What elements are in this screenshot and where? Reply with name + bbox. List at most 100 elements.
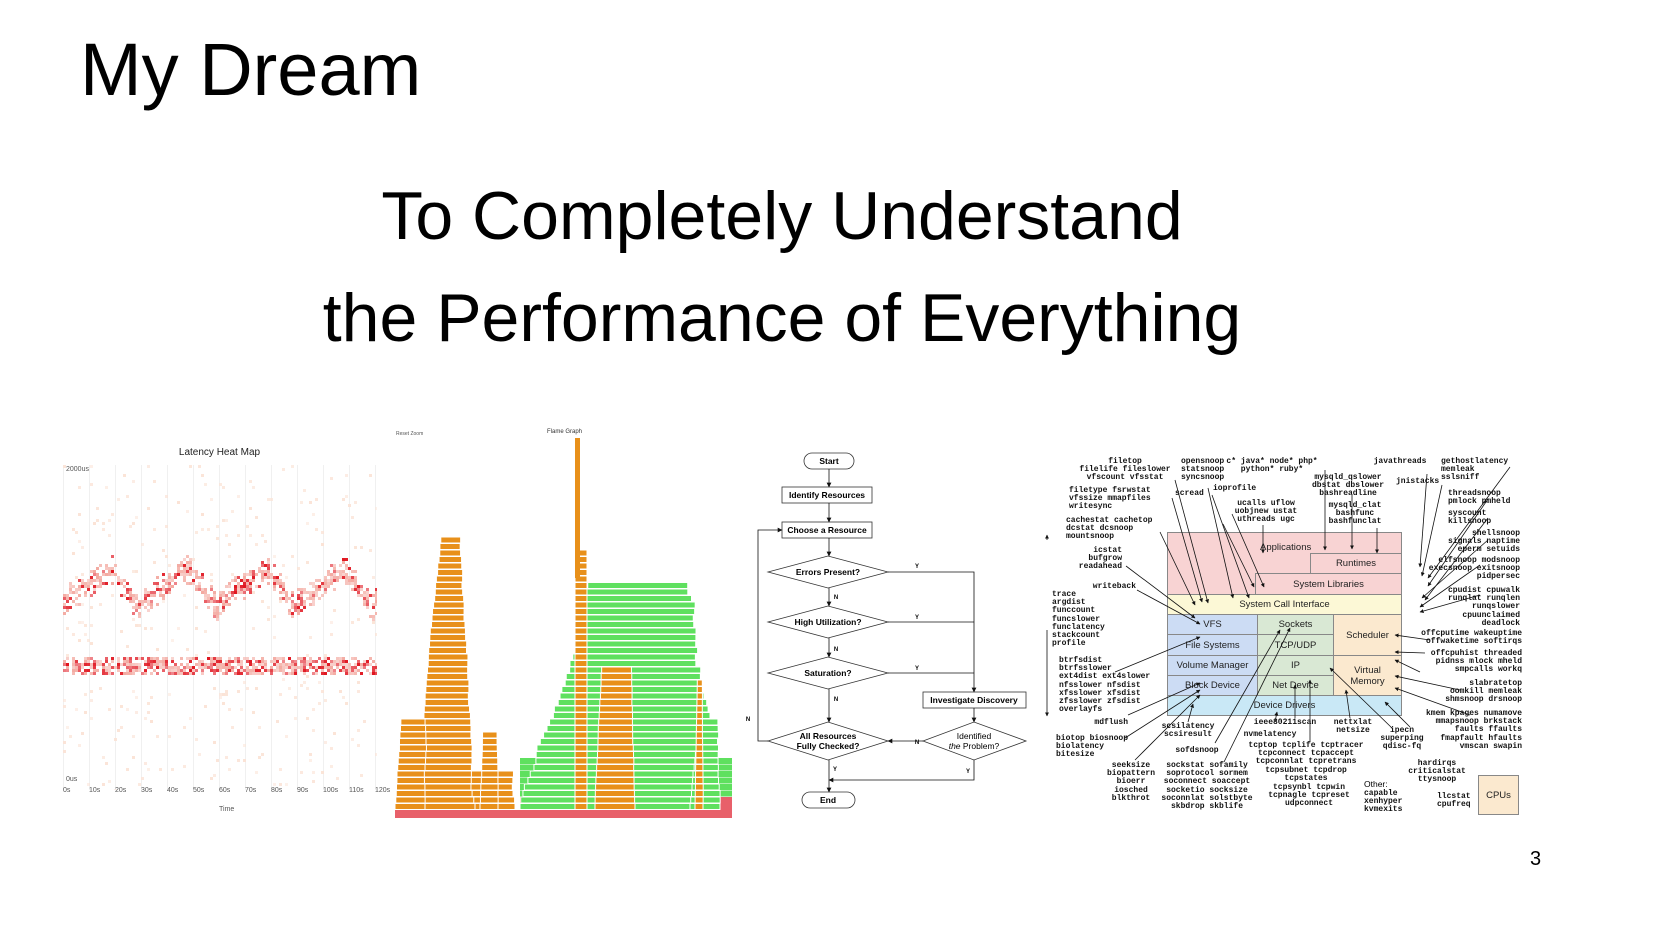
end-label: End bbox=[820, 795, 836, 805]
flame-frame-kernel bbox=[479, 803, 499, 810]
heat-map-cell bbox=[117, 660, 120, 663]
heat-map-cell bbox=[321, 663, 324, 666]
heat-map-cell bbox=[150, 663, 153, 666]
heat-map-cell bbox=[123, 474, 126, 477]
heat-map-cell bbox=[177, 672, 180, 675]
heat-map-cell bbox=[174, 669, 177, 672]
heat-map-cell bbox=[243, 588, 246, 591]
heat-map-cell bbox=[159, 660, 162, 663]
heat-map-cell bbox=[216, 663, 219, 666]
heat-map-cell bbox=[255, 771, 258, 774]
heat-map-cell bbox=[108, 780, 111, 783]
heat-map-cell bbox=[147, 507, 150, 510]
bpf-tool-label: icstat bufgrow readahead bbox=[1078, 546, 1122, 572]
heat-map-cell bbox=[252, 579, 255, 582]
heat-map-cell bbox=[99, 687, 102, 690]
heat-map-cell bbox=[105, 666, 108, 669]
heat-map-cell bbox=[213, 657, 216, 660]
heat-map-cell bbox=[132, 597, 135, 600]
heat-map-cell bbox=[306, 663, 309, 666]
flame-frame-kernel bbox=[574, 666, 588, 674]
heat-map-cell bbox=[90, 465, 93, 468]
heat-map-cell bbox=[207, 597, 210, 600]
heat-map-cell bbox=[252, 576, 255, 579]
heat-map-cell bbox=[123, 663, 126, 666]
flame-frame-kernel bbox=[481, 770, 499, 778]
heat-map-cell bbox=[138, 669, 141, 672]
heat-map-cell bbox=[330, 576, 333, 579]
heat-map-cell bbox=[135, 570, 138, 573]
heat-map-cell bbox=[321, 660, 324, 663]
bpf-tool-label: llcstat cpufreq bbox=[1437, 792, 1471, 810]
heat-map-cell bbox=[372, 666, 375, 669]
heat-map-cell bbox=[321, 666, 324, 669]
heat-map-cell bbox=[309, 666, 312, 669]
heat-map-cell bbox=[168, 588, 171, 591]
flame-frame-java bbox=[584, 595, 693, 602]
heat-map-cell bbox=[180, 573, 183, 576]
flame-frame-kernel bbox=[598, 718, 633, 726]
heat-map-cell bbox=[96, 669, 99, 672]
heat-map-cell bbox=[279, 597, 282, 600]
flame-frame-java bbox=[583, 608, 696, 615]
heat-map-cell bbox=[78, 621, 81, 624]
flame-frame-kernel bbox=[431, 614, 465, 622]
heat-map-cell bbox=[351, 657, 354, 660]
heat-map-cell bbox=[372, 618, 375, 621]
heat-map-gridline bbox=[115, 465, 116, 790]
heat-map-cell bbox=[285, 591, 288, 594]
reset-zoom-link[interactable]: Reset Zoom bbox=[396, 431, 424, 437]
heat-map-cell bbox=[300, 600, 303, 603]
heat-map-cell bbox=[156, 576, 159, 579]
heat-map-cell bbox=[246, 657, 249, 660]
heat-map-cell bbox=[132, 690, 135, 693]
heat-map-cell bbox=[240, 588, 243, 591]
heat-map-cell bbox=[303, 669, 306, 672]
heat-map-cell bbox=[354, 666, 357, 669]
heat-map-cell bbox=[351, 579, 354, 582]
heat-map-cell bbox=[135, 594, 138, 597]
heat-map-cell bbox=[354, 585, 357, 588]
heat-map-cell bbox=[213, 660, 216, 663]
heat-map-cell bbox=[375, 507, 377, 510]
heat-map-cell bbox=[369, 663, 372, 666]
heat-map-cell bbox=[264, 666, 267, 669]
bpf-tool-label: sockstat sofamily soprotocol sormem soco… bbox=[1161, 761, 1253, 812]
heat-map-cell bbox=[201, 528, 204, 531]
heat-map-cell bbox=[282, 666, 285, 669]
heat-map-cell bbox=[225, 534, 228, 537]
heat-map-cell bbox=[327, 582, 330, 585]
heat-map-cell bbox=[93, 660, 96, 663]
heat-map-cell bbox=[126, 597, 129, 600]
heat-map-x-tick: 60s bbox=[219, 787, 231, 794]
heat-map-cell bbox=[303, 657, 306, 660]
heat-map-cell bbox=[249, 672, 252, 675]
heat-map-cell bbox=[243, 669, 246, 672]
heat-map-cell bbox=[285, 663, 288, 666]
bpf-tool-label: cpudist cpuwalk runqlat runqlen runqslow… bbox=[1447, 586, 1520, 628]
flame-frame-kernel bbox=[424, 692, 469, 700]
heat-map-cell bbox=[81, 666, 84, 669]
heat-map-cell bbox=[147, 660, 150, 663]
heat-map-cell bbox=[216, 612, 219, 615]
flame-frame-kernel bbox=[433, 601, 465, 609]
layer-device-drivers: Device Drivers bbox=[1167, 695, 1402, 716]
flame-frame-kernel bbox=[694, 783, 704, 791]
bpf-tool-label: opensnoop statsnoop syncsnoop bbox=[1181, 457, 1225, 483]
heat-map-cell bbox=[366, 588, 369, 591]
heat-map-cell bbox=[354, 672, 357, 675]
flame-frame-kernel bbox=[427, 666, 469, 674]
heat-map-cell bbox=[168, 582, 171, 585]
heat-map-cell bbox=[276, 660, 279, 663]
heat-map-cell bbox=[291, 555, 294, 558]
heat-map-cell bbox=[108, 669, 111, 672]
heat-map-cell bbox=[174, 663, 177, 666]
heat-map-cell bbox=[252, 657, 255, 660]
heat-map-cell bbox=[93, 591, 96, 594]
heat-map-cell bbox=[78, 486, 81, 489]
heat-map-cell bbox=[327, 657, 330, 660]
flame-frame-java bbox=[577, 634, 697, 641]
heat-map-cell bbox=[72, 657, 75, 660]
heat-map-cell bbox=[312, 780, 315, 783]
heat-map-cell bbox=[252, 663, 255, 666]
